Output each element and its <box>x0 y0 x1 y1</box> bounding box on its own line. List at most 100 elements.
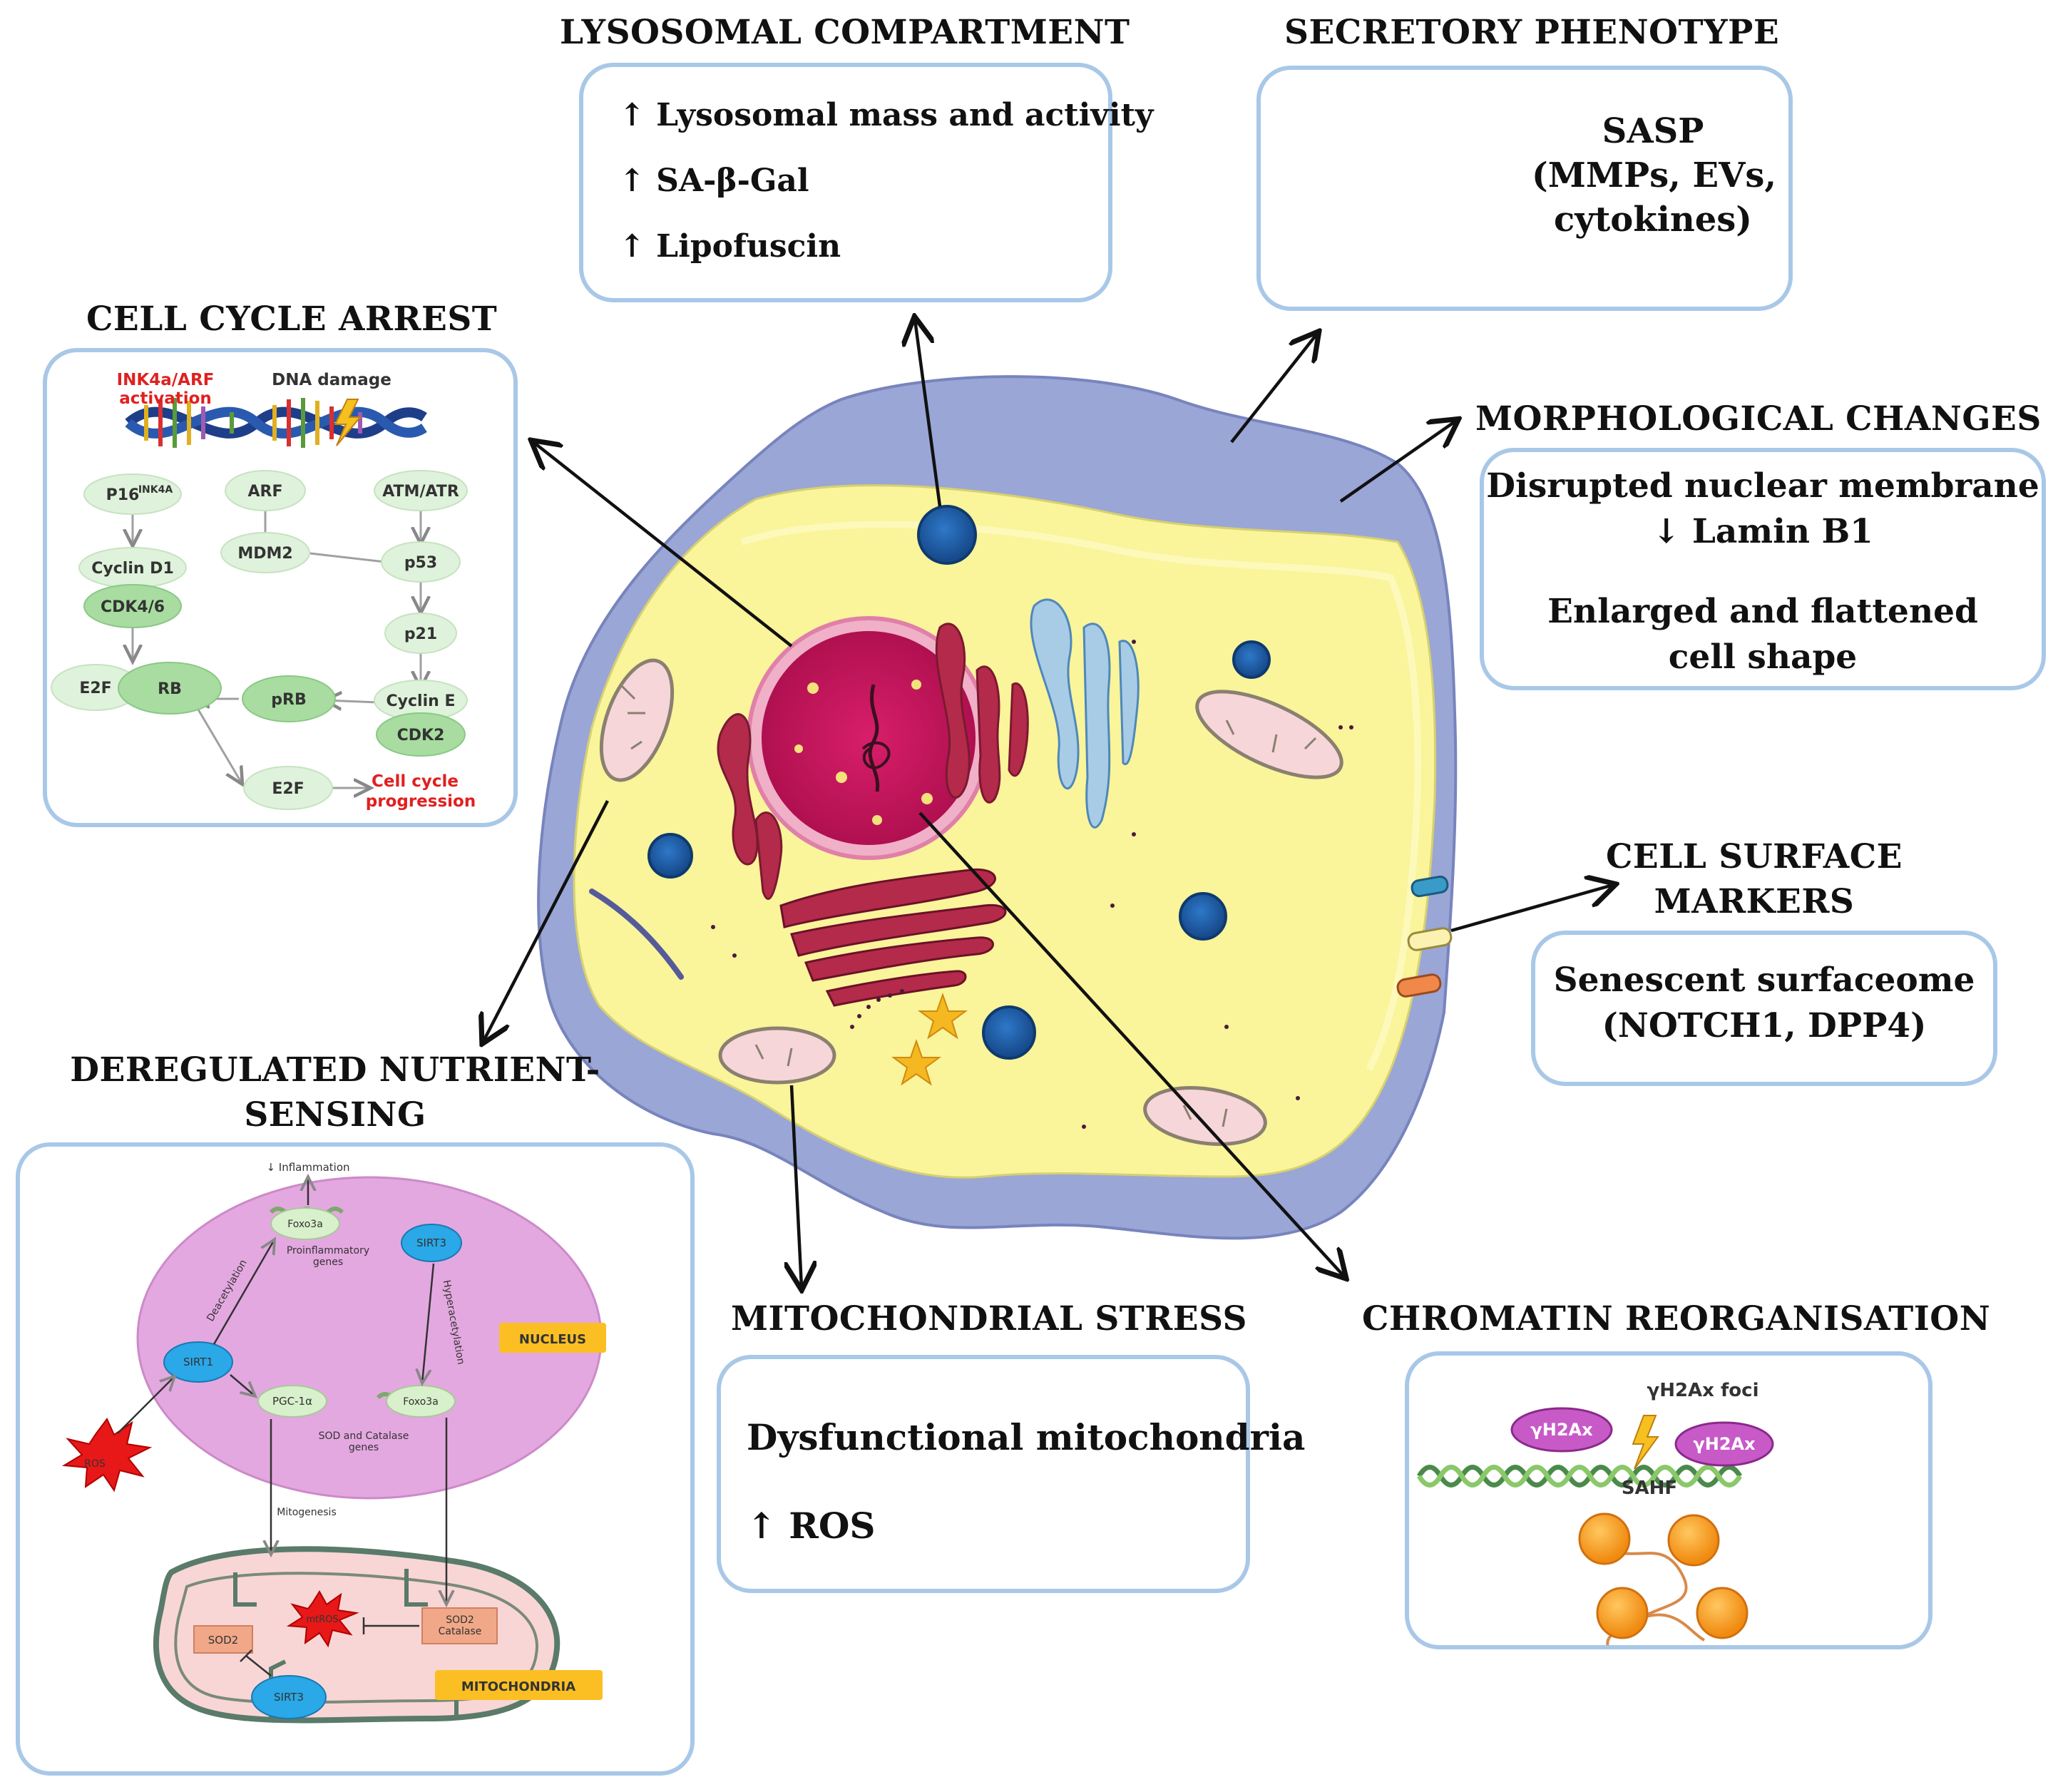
ros-burst <box>61 1418 153 1493</box>
golgi-apparatus <box>779 868 1007 1007</box>
nucleus-tag <box>499 1323 606 1353</box>
cc-dna-damage-label: DNA damage <box>272 371 391 389</box>
vesicle-dots <box>711 640 1353 1129</box>
cc-arf: ARF <box>248 483 283 501</box>
cc-p16-sup: INK4A <box>138 484 173 496</box>
senescent-cell <box>537 375 1458 1240</box>
ns-nucleus: NUCLEUS <box>519 1332 586 1347</box>
lysosomal-line-2: ↑ SA-β-Gal <box>619 163 809 199</box>
cc-progression-2: progression <box>366 792 476 811</box>
lysosomes <box>647 505 1271 1060</box>
cc-e2f: E2F <box>79 680 111 697</box>
nutrient-title-2: SENSING <box>244 1095 426 1135</box>
lysosomal-box: ↑ Lysosomal mass and activity ↑ SA-β-Gal… <box>579 63 1153 302</box>
surface-line-2: (NOTCH1, DPP4) <box>1602 1006 1927 1045</box>
cc-mdm2: MDM2 <box>237 545 292 563</box>
ns-mitogenesis: Mitogenesis <box>277 1507 337 1518</box>
mitochondrion-left <box>599 658 675 782</box>
mitochondrion-bottom-left <box>718 1026 836 1085</box>
lipofuscin-stars <box>891 992 968 1086</box>
surface-markers <box>1396 875 1453 998</box>
surface-box: Senescent surfaceome (NOTCH1, DPP4) <box>1531 931 1997 1086</box>
cc-p16: P16 <box>106 486 140 504</box>
chromatin-box <box>1405 1351 1932 1649</box>
ns-sirt1: SIRT1 <box>183 1356 213 1368</box>
cc-p21: p21 <box>404 625 437 643</box>
surface-title-1: CELL SURFACE <box>1606 837 1903 876</box>
ns-proinflam-1: Proinflammatory <box>287 1245 369 1256</box>
ns-sod2-left: SOD2 <box>208 1634 238 1647</box>
ch-sahf: SAHF <box>1622 1478 1677 1499</box>
surface-line-1: Senescent surfaceome <box>1553 961 1975 1000</box>
cell-cycle-title: CELL CYCLE ARREST <box>86 299 498 339</box>
ns-foxo3a-1: Foxo3a <box>287 1219 323 1230</box>
secretory-box: SASP (MMPs, EVs, cytokines) <box>1256 66 1793 311</box>
nutrient-sensing-diagram: ↓ Inflammation Foxo3a Proinflammatory ge… <box>61 1161 606 1724</box>
dna-helix <box>125 398 427 448</box>
cc-atm: ATM/ATR <box>382 483 459 501</box>
ns-inflammation: ↓ Inflammation <box>266 1161 349 1174</box>
cc-rb: RB <box>158 680 182 698</box>
endoplasmic-reticulum <box>717 623 1029 900</box>
ns-sod-genes-2: genes <box>349 1442 379 1453</box>
cc-activation-label: activation <box>119 389 212 408</box>
ns-foxo3a-2: Foxo3a <box>403 1396 439 1408</box>
ns-sirt3-bottom: SIRT3 <box>274 1691 304 1704</box>
cc-ink4a-label: INK4a/ARF <box>117 371 215 389</box>
ns-ros: ROS <box>84 1458 106 1470</box>
cell-cycle-diagram: INK4a/ARF activation DNA damage P16 INK4… <box>51 371 476 811</box>
ch-foci-label: γH2Ax foci <box>1647 1380 1758 1401</box>
cc-prb: pRB <box>271 691 306 709</box>
mito-line-1: Dysfunctional mitochondria <box>747 1416 1306 1458</box>
ch-h2ax-1: γH2Ax <box>1530 1420 1593 1440</box>
cc-cdk2: CDK2 <box>397 727 445 744</box>
mtros-burst <box>286 1590 359 1648</box>
nutrient-title-1: DEREGULATED NUTRIENT- <box>70 1050 600 1090</box>
mitochondrion-bottom-right <box>1143 1086 1267 1146</box>
chromatin-title: CHROMATIN REORGANISATION <box>1362 1299 1991 1338</box>
nucleus <box>747 616 990 860</box>
ns-sirt3-top: SIRT3 <box>416 1237 446 1249</box>
smooth-er <box>1030 598 1140 829</box>
cell-cycle-box <box>43 348 518 827</box>
ns-mtros: mtROS <box>306 1614 338 1625</box>
mitochondria-tag <box>435 1670 603 1700</box>
cc-cdk46: CDK4/6 <box>101 598 165 616</box>
lysosomal-line-3: ↑ Lipofuscin <box>619 228 841 265</box>
morph-line-2: ↓ Lamin B1 <box>1652 512 1873 551</box>
ns-pgc: PGC-1α <box>272 1395 312 1408</box>
cytoplasm <box>573 484 1437 1179</box>
cc-cyclin-d1: Cyclin D1 <box>91 560 174 578</box>
ns-proinflam-2: genes <box>313 1256 343 1268</box>
cc-cyclin-e: Cyclin E <box>386 692 456 710</box>
mitochondrion-right-top <box>1195 690 1343 779</box>
morphological-box: Disrupted nuclear membrane ↓ Lamin B1 En… <box>1480 448 2046 690</box>
morph-line-4: cell shape <box>1668 638 1858 677</box>
secretory-title: SECRETORY PHENOTYPE <box>1284 13 1780 52</box>
lysosomal-title: LYSOSOMAL COMPARTMENT <box>560 13 1130 52</box>
morphological-title: MORPHOLOGICAL CHANGES <box>1475 399 2042 439</box>
cc-nodes <box>51 470 468 810</box>
morph-line-3: Enlarged and flattened <box>1547 592 1978 631</box>
cc-progression-1: Cell cycle <box>372 772 459 791</box>
sasp-line-3: cytokines) <box>1554 200 1752 240</box>
sasp-line-1: SASP <box>1602 111 1704 151</box>
ns-sod-genes-1: SOD and Catalase <box>319 1430 409 1442</box>
main-arrows <box>483 319 1613 1287</box>
surface-title-2: MARKERS <box>1654 882 1855 921</box>
mito-box: Dysfunctional mitochondria ↑ ROS <box>717 1355 1305 1593</box>
sasp-line-2: (MMPs, EVs, <box>1532 155 1777 195</box>
chromatin-diagram: γH2Ax foci γH2Ax γH2Ax SAHF <box>1416 1380 1774 1648</box>
morph-line-1: Disrupted nuclear membrane <box>1486 466 2039 506</box>
ns-sod2-cat-1: SOD2 <box>446 1614 474 1626</box>
cc-p53: p53 <box>404 554 437 572</box>
lysosomal-line-1: ↑ Lysosomal mass and activity <box>619 97 1154 133</box>
mito-title: MITOCHONDRIAL STRESS <box>731 1299 1247 1338</box>
mito-line-2: ↑ ROS <box>747 1505 876 1547</box>
ns-mitochondria: MITOCHONDRIA <box>461 1679 575 1694</box>
nutrient-box <box>16 1142 695 1776</box>
ns-sod2-cat-2: Catalase <box>439 1626 482 1637</box>
ch-h2ax-2: γH2Ax <box>1693 1434 1756 1454</box>
cc-e2f-2: E2F <box>272 780 304 798</box>
